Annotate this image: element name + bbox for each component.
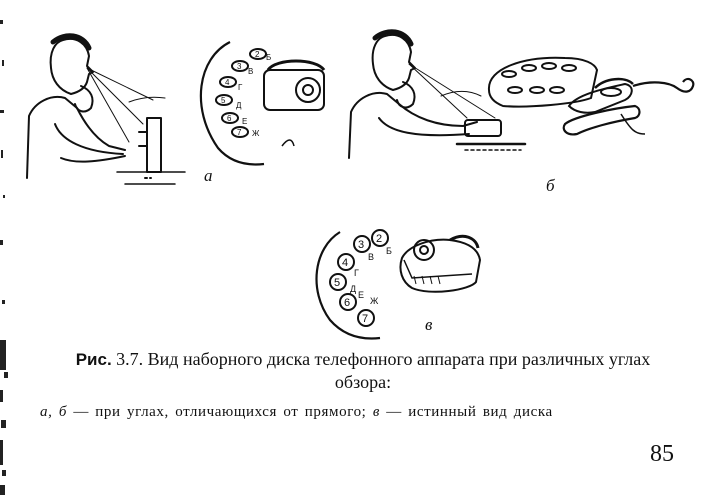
dial-hole-6 (339, 293, 357, 311)
dial-digit-4: 4 (342, 257, 348, 269)
caption-lead: Рис. (75, 350, 112, 369)
svg-text:В: В (248, 67, 253, 76)
page-number: 85 (650, 441, 674, 467)
panel-a-illustration (26, 33, 186, 185)
dial-hole-5 (329, 273, 347, 291)
dial-letter-e: Е (358, 290, 364, 300)
panel-a-dial-view: 2 3 4 5 67 Б В ГД ЕЖ (199, 41, 326, 166)
legend-b: б (58, 404, 67, 420)
svg-text:2: 2 (255, 50, 260, 59)
dial-digit-6: 6 (344, 297, 350, 309)
legend-text-2: — истинный вид диска (386, 404, 553, 420)
panel-a-label: а (204, 166, 213, 185)
legend-a: а, (40, 404, 53, 420)
phone-icon-b (567, 82, 633, 114)
dial-letter-zh: Ж (370, 296, 379, 306)
svg-text:Е: Е (242, 117, 247, 126)
person-head (49, 38, 94, 95)
person-torso (26, 96, 126, 179)
svg-text:Д: Д (236, 101, 242, 110)
legend-c: в (372, 404, 380, 420)
caption-title-line1: Вид наборного диска телефонного аппарата… (147, 349, 651, 369)
panel-b-dial-view (487, 56, 695, 136)
dial-hole-7 (357, 309, 375, 327)
dial-letter-g: Г (354, 268, 359, 278)
svg-text:Ж: Ж (252, 129, 260, 138)
dial-letter-v: В (368, 252, 374, 262)
svg-text:6: 6 (227, 114, 232, 123)
dial-letter-d: Д (350, 284, 356, 294)
dial-digit-2: 2 (376, 233, 382, 245)
person-torso-b (348, 92, 478, 159)
dial-hole-3 (353, 235, 371, 253)
svg-text:5: 5 (221, 96, 226, 105)
dial-hole-2 (371, 229, 389, 247)
phone-icon-a (263, 69, 325, 111)
dial-top-view (464, 119, 502, 137)
panel-b-illustration (348, 29, 527, 159)
dial-digit-5: 5 (334, 277, 340, 289)
phone-icon-c (399, 238, 482, 293)
dial-letter-b: Б (386, 246, 392, 256)
svg-text:Б: Б (266, 53, 271, 62)
caption-number: 3.7. (116, 349, 144, 369)
legend-text-1: — при углах, отличающихся от прямого; (73, 404, 367, 420)
dial-digit-7: 7 (362, 313, 368, 325)
person-head-b (371, 34, 416, 91)
figure-legend: а, б — при углах, отличающихся от прямог… (40, 404, 680, 421)
panel-c-dial-view: 2 3 4 5 6 7 Б В Г Д Е Ж (315, 229, 482, 340)
caption-title-line2: обзора: (334, 372, 392, 392)
panel-b-label: б (546, 176, 555, 195)
svg-text:3: 3 (237, 62, 242, 71)
dial-side-view (146, 117, 162, 173)
figure-caption: Рис. 3.7. Вид наборного диска телефонног… (18, 348, 708, 394)
scan-edge-noise (0, 20, 8, 495)
dial-digit-3: 3 (358, 239, 364, 251)
panel-c-label: в (425, 315, 433, 334)
svg-text:7: 7 (237, 128, 242, 137)
svg-text:Г: Г (238, 83, 243, 92)
dial-hole-4 (337, 253, 355, 271)
svg-text:4: 4 (225, 78, 230, 87)
